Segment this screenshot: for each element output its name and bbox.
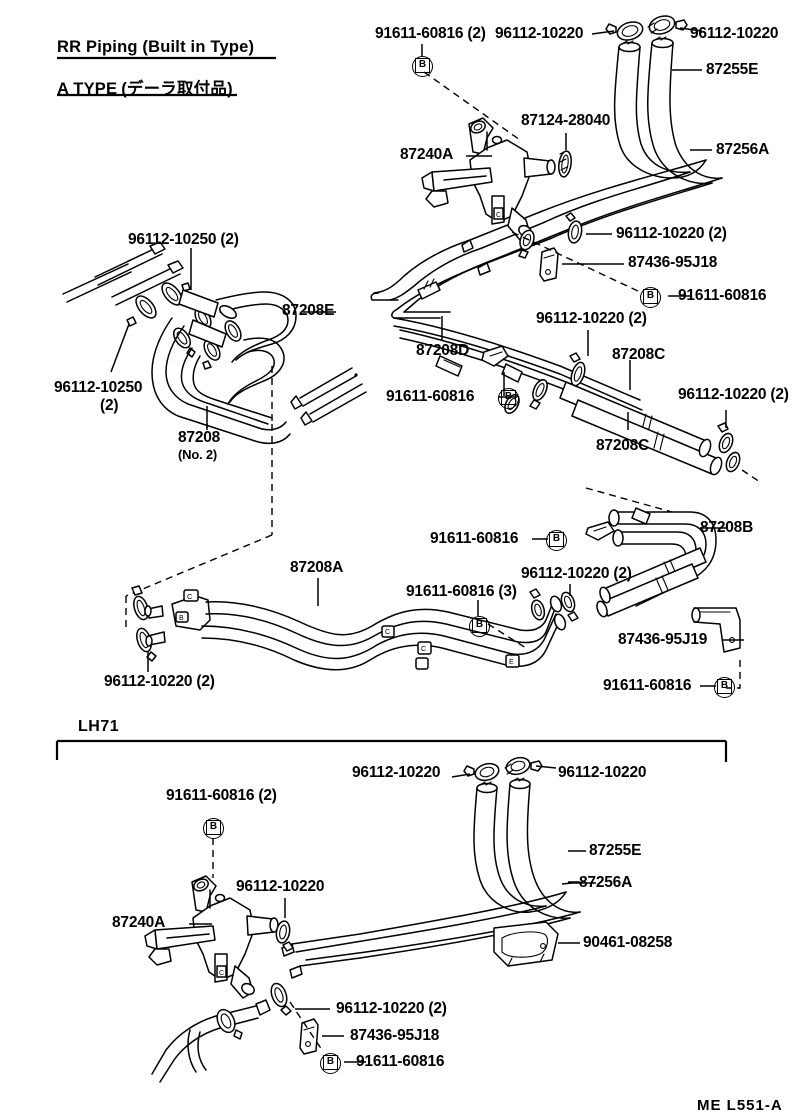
svg-text:C: C: [187, 592, 193, 601]
label-bracket-lh71-87436: 87436-95J18: [350, 1027, 440, 1044]
label-bolt-upper-mid: 91611-60816: [678, 287, 767, 304]
label-bolt-lower-mid-b: 91611-60816: [603, 677, 692, 694]
bracket-87436-95j18-upper: [539, 247, 559, 282]
svg-text:B: B: [179, 615, 184, 622]
label-hose-lh71-87256a: 87256A: [579, 874, 633, 891]
label-clamp-left-top: 96112-10250 (2): [128, 231, 239, 248]
label-hose-lh71-87255e: 87255E: [589, 842, 642, 859]
marker-b-lh71-low: B: [320, 1053, 341, 1074]
label-bracket-87436-95j18-upper: 87436-95J18: [628, 254, 718, 271]
label-clamp-lower-left: 96112-10220 (2): [104, 673, 215, 690]
bracket-87436-95j19: [691, 607, 741, 653]
label-clamp-mid-right: 96112-10220 (2): [536, 310, 647, 327]
svg-text:C: C: [421, 646, 426, 653]
clamp-upper-right: [565, 212, 583, 244]
gasket-87124-28040: [558, 150, 572, 178]
label-bolt-lh71-low: 91611-60816: [356, 1053, 445, 1070]
label-hose-87255e: 87255E: [706, 61, 759, 78]
clip-90461-08258: [493, 921, 559, 967]
label-clamp-lh71-low: 96112-10220 (2): [336, 1000, 447, 1017]
svg-text:C: C: [385, 629, 390, 636]
label-bolt-lh71: 91611-60816 (2): [166, 787, 277, 804]
subtitle-type-en: A TYPE: [57, 80, 118, 98]
clamp-right-87208c: [717, 422, 741, 473]
label-clamp-upper-mid: 96112-10220 (2): [616, 225, 727, 242]
label-clamp-lower-mid: 96112-10220 (2): [521, 565, 632, 582]
svg-text:C: C: [496, 212, 501, 219]
label-pipe-87208a: 87208A: [290, 559, 344, 576]
label-clamp-top-right: 96112-10220: [690, 25, 779, 42]
svg-text:C: C: [219, 970, 224, 977]
marker-b-top: B: [412, 56, 433, 77]
label-valve-87240a: 87240A: [400, 146, 454, 163]
clamp-lh71-mid: [275, 920, 294, 952]
marker-b-lower-mid-b: B: [714, 677, 735, 698]
label-pipe-87208-no2: (No. 2): [178, 447, 218, 462]
connector-block-87208a: C B: [144, 589, 211, 647]
marker-b-lh71: B: [203, 818, 224, 839]
label-clamp-lh71-right: 96112-10220: [558, 764, 647, 781]
label-bolt-mid-right: 91611-60816: [386, 388, 475, 405]
label-clamp-lh71-mid: 96112-10220: [236, 878, 325, 895]
label-gasket-87124: 87124-28040: [521, 112, 611, 129]
center-cut-pipes: [290, 367, 367, 426]
label-clamp-left-bottom-qty: (2): [100, 397, 119, 414]
top-clamp-cluster: [605, 15, 688, 41]
subtitle-type: A TYPE(デーラ取付品): [57, 75, 233, 99]
marker-b-upper-mid: B: [640, 287, 661, 308]
label-pipe-87208e: 87208E: [282, 302, 335, 319]
clip-87208b: [585, 507, 651, 541]
clip-on-pipes-mid: [435, 345, 523, 383]
label-pipe-87208c-lower: 87208C: [596, 437, 650, 454]
label-hose-87256a: 87256A: [716, 141, 770, 158]
label-pipe-87208b: 87208B: [700, 519, 754, 536]
label-clamp-lh71-left: 96112-10220: [352, 764, 441, 781]
label-pipe-87208d: 87208D: [416, 342, 470, 359]
label-valve-lh71-87240a: 87240A: [112, 914, 166, 931]
label-bolt-lower-mid-3: 91611-60816 (3): [406, 583, 517, 600]
valve-87240a-upper: C: [421, 117, 556, 241]
label-bolt-top: 91611-60816 (2): [375, 25, 486, 42]
valve-87240a-lower: C: [144, 875, 279, 999]
clamp-lh71-low: [270, 982, 292, 1016]
clamp-lower-mid: [529, 588, 579, 622]
label-pipe-87208: 87208: [178, 429, 221, 446]
page-title: RR Piping (Built in Type): [57, 38, 255, 56]
label-clamp-mid-right-end: 96112-10220 (2): [678, 386, 789, 403]
label-clamp-left-bottom: 96112-10250: [54, 379, 143, 396]
marker-b-lower-mid-3: B: [469, 616, 490, 637]
left-cut-pipes: [62, 241, 184, 306]
label-bolt-lower-mid: 91611-60816: [430, 530, 519, 547]
label-bracket-87436-95j19: 87436-95J19: [618, 631, 708, 648]
subtitle-type-jp: (デーラ取付品): [121, 80, 233, 98]
label-pipe-87208c-upper: 87208C: [612, 346, 666, 363]
clamp-87208a: [131, 585, 157, 662]
marker-b-lower-mid: B: [546, 530, 567, 551]
lh71-top-clamps: [463, 756, 543, 782]
marker-b-mid-right: B: [498, 388, 519, 409]
svg-text:E: E: [509, 659, 514, 666]
bracket-87436-95j18-lower: [299, 1018, 319, 1055]
label-clip-90461: 90461-08258: [583, 934, 673, 951]
clamp-upper-right-2: [518, 229, 535, 259]
label-clamp-top-left: 96112-10220: [495, 25, 584, 42]
footer-sheet-code: ME L551-A: [697, 1097, 783, 1114]
section-label-lh71: LH71: [78, 718, 120, 735]
